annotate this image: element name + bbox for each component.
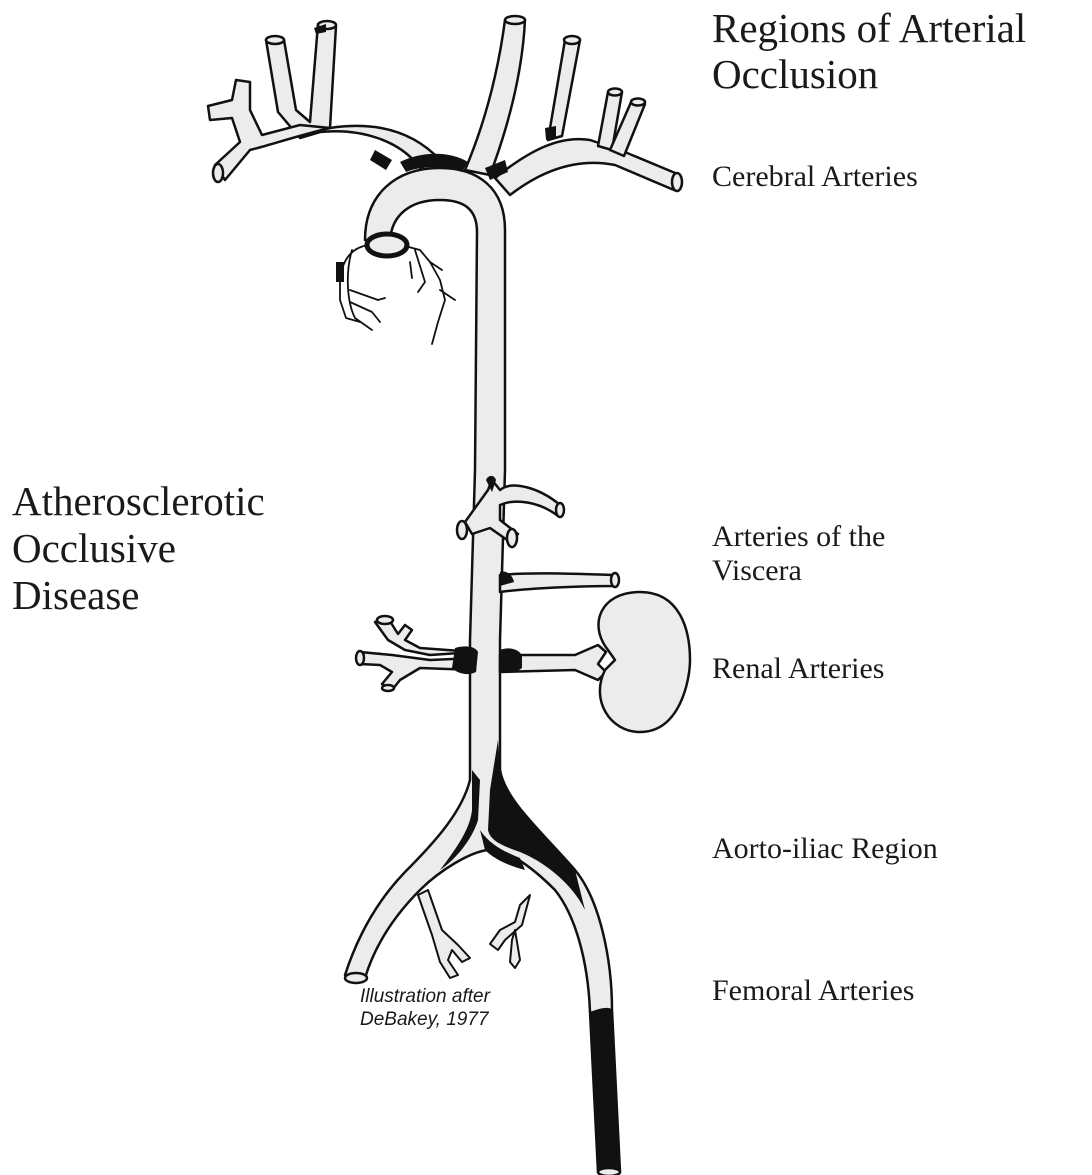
- right-carotid-branch: [495, 139, 680, 195]
- title-line-1: Regions of Arterial: [712, 6, 1026, 52]
- mesenteric-artery: [500, 573, 615, 592]
- region-label-femoral: Femoral Arteries: [712, 974, 914, 1008]
- credit-line-2: DeBakey, 1977: [360, 1009, 490, 1032]
- side-title: Atherosclerotic Occlusive Disease: [12, 478, 265, 619]
- side-title-line-3: Disease: [12, 572, 265, 619]
- region-label-cerebral: Cerebral Arteries: [712, 160, 918, 194]
- page-title: Regions of Arterial Occlusion: [712, 6, 1026, 98]
- right-internal-iliac: [490, 895, 530, 950]
- aorto-iliac-plaque-right: [488, 740, 585, 910]
- aortic-root-ring: [367, 234, 407, 256]
- region-label-viscera-line-2: Viscera: [712, 554, 885, 588]
- renal-plaque-left: [452, 646, 478, 674]
- right-upper-branches: [548, 40, 580, 140]
- cerebral-plaque-4: [545, 126, 556, 140]
- illustration-credit: Illustration after DeBakey, 1977: [360, 986, 490, 1032]
- region-label-viscera-line-1: Arteries of the: [712, 520, 885, 554]
- right-internal-iliac-2: [510, 930, 520, 968]
- left-internal-iliac: [418, 890, 470, 978]
- right-coronary-vessels: [405, 246, 455, 344]
- central-carotid-branch: [465, 20, 525, 175]
- left-carotid-branch: [266, 24, 440, 168]
- title-line-2: Occlusion: [712, 52, 1026, 98]
- credit-line-1: Illustration after: [360, 986, 490, 1009]
- side-title-line-2: Occlusive: [12, 525, 265, 572]
- region-label-renal: Renal Arteries: [712, 652, 884, 686]
- region-label-viscera: Arteries of the Viscera: [712, 520, 885, 587]
- region-label-aorto-iliac: Aorto-iliac Region: [712, 832, 938, 866]
- coronary-plaque: [336, 262, 344, 282]
- kidney: [598, 592, 690, 732]
- cerebral-plaque-2: [370, 150, 392, 170]
- renal-plaque-right: [500, 648, 522, 672]
- left-coronary-vessels: [340, 245, 385, 330]
- femoral-plaque: [590, 1008, 620, 1172]
- side-title-line-1: Atherosclerotic: [12, 478, 265, 525]
